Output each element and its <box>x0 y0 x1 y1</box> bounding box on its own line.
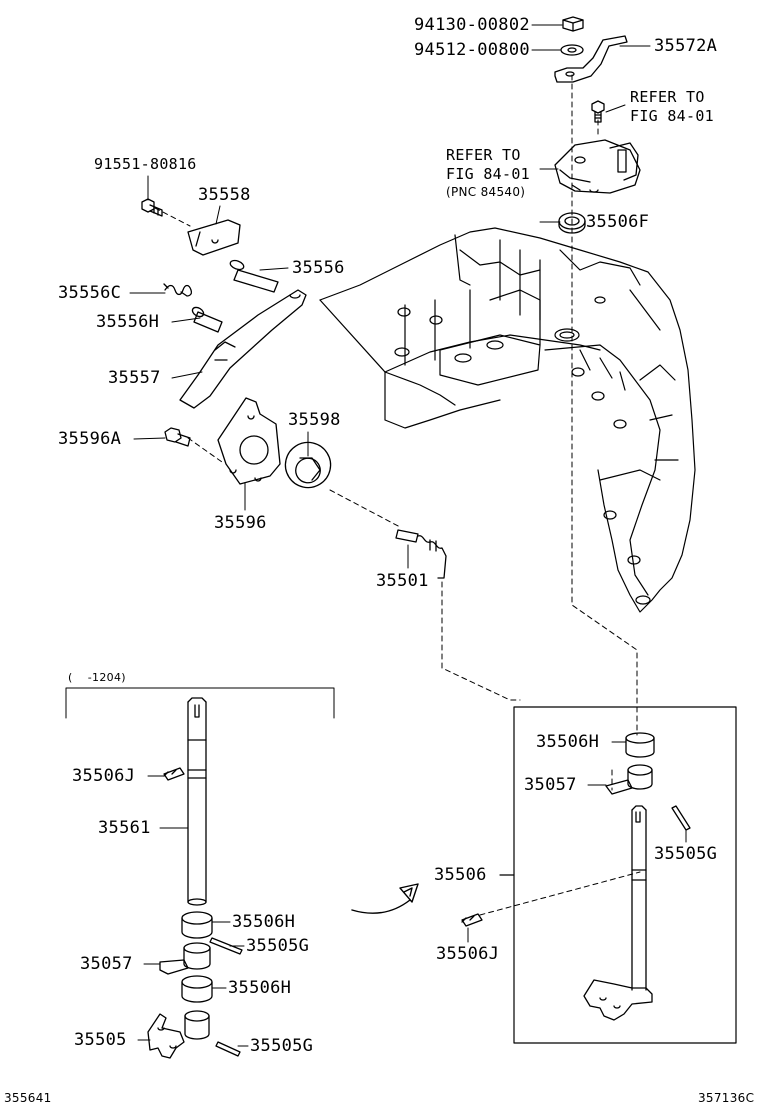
refer-top-line1: REFER TO <box>630 88 705 106</box>
fork-35505 <box>147 1010 210 1059</box>
bolt-35596A <box>164 427 191 447</box>
label-35505G-left2: 35505G <box>250 1036 314 1056</box>
date-range-note: ( -1204) <box>68 671 126 684</box>
solid-leaders <box>129 24 687 1047</box>
label-35505: 35505 <box>74 1030 127 1050</box>
label-35596A: 35596A <box>58 429 122 449</box>
dashed-leaders <box>154 74 641 916</box>
pin-35505G-right <box>671 805 691 831</box>
refer-mid-line3: (PNC 84540) <box>446 185 526 199</box>
label-35556H: 35556H <box>96 312 160 332</box>
plate-35596 <box>217 397 281 485</box>
label-35506-right: 35506 <box>434 865 487 885</box>
label-35506H-left1: 35506H <box>232 912 296 932</box>
label-35505G-right: 35505G <box>654 844 718 864</box>
label-94512-00800: 94512-00800 <box>414 40 530 60</box>
collar-35506H-left1 <box>181 911 213 939</box>
assembly-arrow <box>351 883 419 914</box>
refer-top-line2: FIG 84-01 <box>630 107 714 125</box>
date-bracket <box>65 687 335 719</box>
label-91551-80816: 91551-80816 <box>94 155 197 173</box>
label-35556: 35556 <box>292 258 345 278</box>
lever-35572A <box>554 35 628 83</box>
label-35506J-left: 35506J <box>72 766 136 786</box>
nut-94130 <box>562 16 584 32</box>
washer-94512 <box>560 44 584 56</box>
label-35556C: 35556C <box>58 283 122 303</box>
refer-mid-line1: REFER TO <box>446 146 521 164</box>
label-35506F: 35506F <box>586 212 650 232</box>
label-35506H-right: 35506H <box>536 732 600 752</box>
label-35057-right: 35057 <box>524 775 577 795</box>
assembly-box <box>499 706 737 1044</box>
lever-35557 <box>179 289 307 409</box>
label-35561: 35561 <box>98 818 151 838</box>
label-35506H-left2: 35506H <box>228 978 292 998</box>
bolt-91551 <box>141 198 163 217</box>
label-35505G-left1: 35505G <box>246 936 310 956</box>
transmission-housing <box>319 227 696 613</box>
pin-35505G-left2 <box>215 1041 241 1057</box>
label-35501: 35501 <box>376 571 429 591</box>
label-35558: 35558 <box>198 185 251 205</box>
shaft-35561 <box>187 697 207 906</box>
label-35598: 35598 <box>288 410 341 430</box>
label-35596: 35596 <box>214 513 267 533</box>
pin-35556 <box>229 259 279 293</box>
collar-35506H-left2 <box>181 975 213 1003</box>
cover-35558 <box>187 219 241 256</box>
lever-35057-left <box>159 942 211 975</box>
footer-left-code: 355641 <box>4 1091 52 1105</box>
pin-35506J-right <box>461 913 483 927</box>
collar-35506H-right <box>625 732 655 758</box>
neutral-start-switch <box>554 139 641 194</box>
label-35557: 35557 <box>108 368 161 388</box>
refer-mid-line2: FIG 84-01 <box>446 165 530 183</box>
shaft-35506-right <box>583 805 653 1021</box>
pin-35506J-left <box>163 767 185 781</box>
label-94130-00802: 94130-00802 <box>414 15 530 35</box>
label-35057-left: 35057 <box>80 954 133 974</box>
shaft-35501 <box>395 529 447 579</box>
lever-35057-right <box>605 764 653 795</box>
footer-right-code: 357136C <box>698 1091 755 1105</box>
spring-35556C <box>163 283 193 297</box>
part-35598 <box>284 441 332 489</box>
oil-seal-35506F <box>558 212 586 234</box>
label-35572A: 35572A <box>654 36 718 56</box>
label-35506J-right: 35506J <box>436 944 500 964</box>
bolt-top-right <box>591 100 605 123</box>
